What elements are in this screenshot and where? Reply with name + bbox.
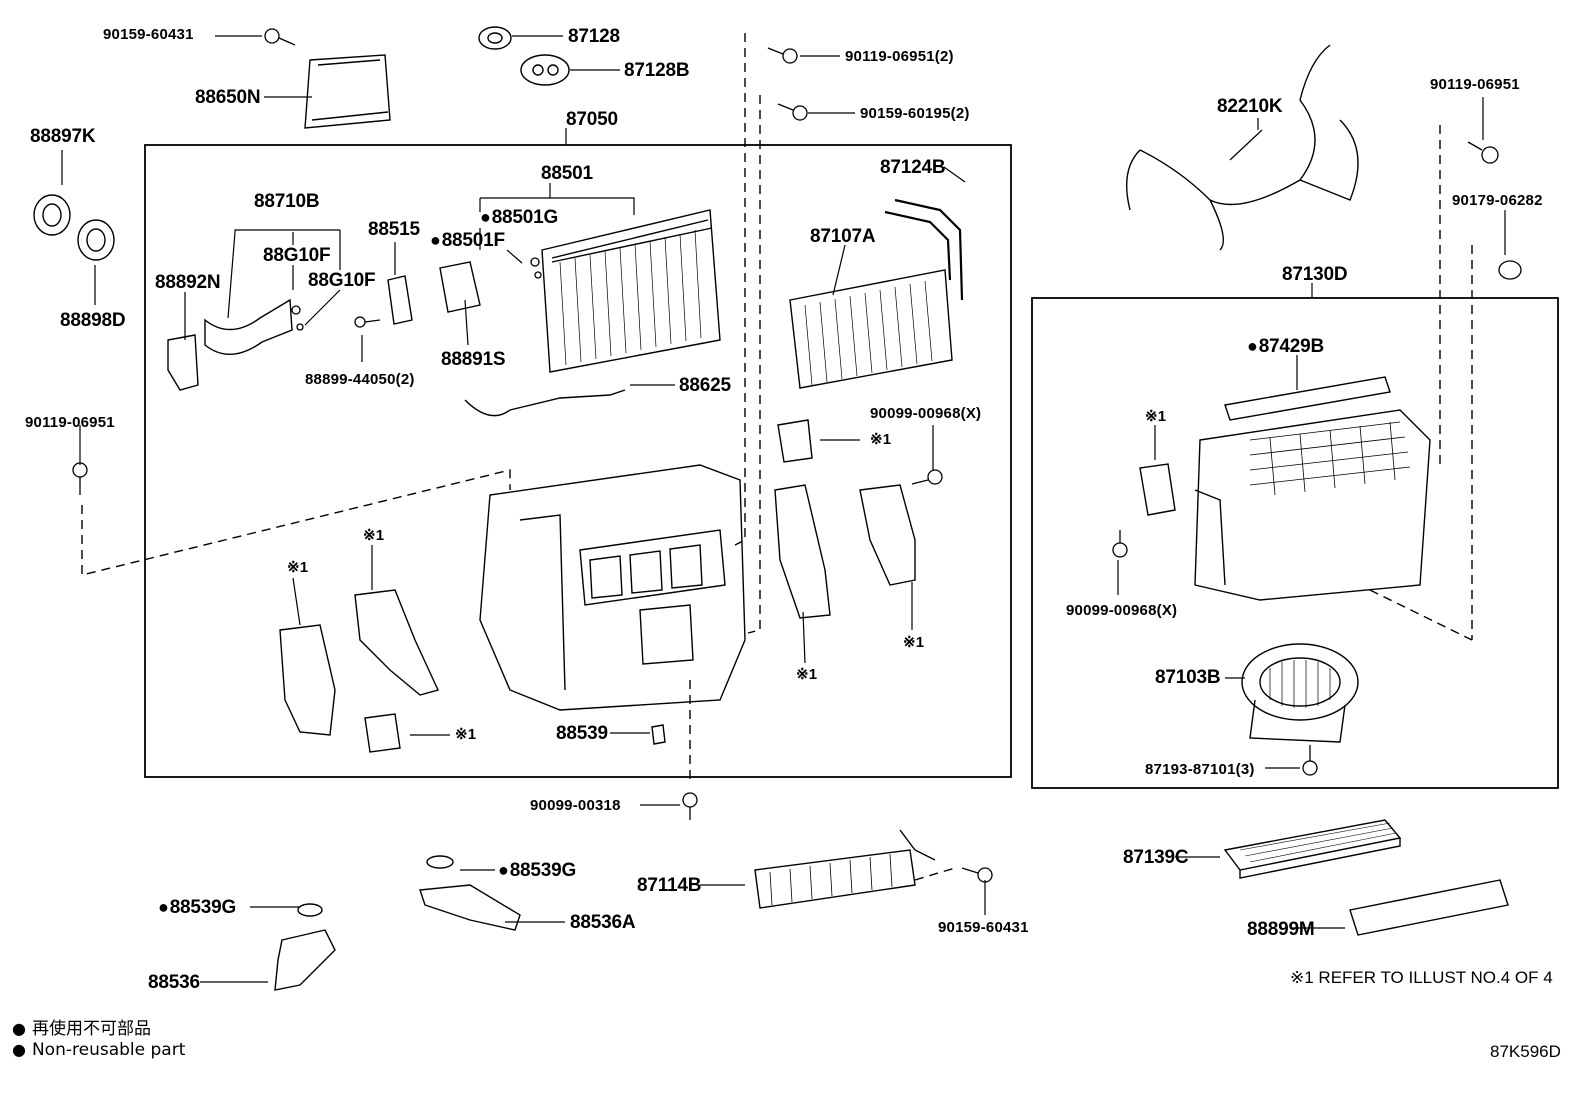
legend-english-text: Non-reusable part [31,1040,186,1060]
leader-lines [61,35,1506,983]
part-88892N-shape [167,334,199,391]
seal-87128B-shape [520,54,570,86]
cabin-filter-87139C-shape [1223,819,1402,879]
ref-mark: ※1 [796,666,818,683]
label-88650N: 88650N [195,87,261,108]
actuator-mid-shape [354,589,439,696]
part-sketches [33,26,1522,991]
legend-japanese: ● 再使用不可部品 [12,1014,151,1039]
screws [72,28,1522,883]
label-90119-06951-2: 90119-06951(2) [845,48,954,65]
label-87050: 87050 [566,109,618,130]
label-90159-60431-top: 90159-60431 [103,26,194,43]
label-90099-00968-top: 90099-00968(X) [870,405,982,422]
label-87130D: 87130D [1282,264,1348,285]
seal-87128-shape [478,26,512,50]
legend-bullet: ● [12,1040,26,1059]
label-88536: 88536 [148,972,200,993]
label-90159-60431-bottom: 90159-60431 [938,919,1029,936]
ref-mark: ※1 [363,527,385,544]
label-88539G-b: 88539G [158,898,237,917]
hvac-housing-shape [479,464,746,711]
pipe-88710B-shape [204,298,293,355]
grommet-88539G-lower-shape [297,903,323,917]
label-90159-60195-2: 90159-60195(2) [860,105,970,122]
label-90119-06951-left: 90119-06951 [25,414,115,431]
actuator-right1-shape [774,484,831,619]
blower-housing-shape [1194,409,1431,601]
label-88501F: 88501F [430,231,505,250]
ring-88898D-shape [77,219,115,261]
label-88891S: 88891S [441,349,506,370]
label-88539: 88539 [556,723,608,744]
filter-strip-87429B-shape [1224,376,1391,421]
label-87114B: 87114B [637,875,702,896]
wire-harness-82210K-shape [1125,44,1359,251]
label-88710B: 88710B [254,191,320,212]
legend-japanese-text: 再使用不可部品 [31,1019,151,1039]
actuator-right2-shape [859,484,916,586]
label-87193-87101: 87193-87101(3) [1145,761,1255,778]
label-90099-00968-blower: 90099-00968(X) [1066,602,1178,619]
ref-mark: ※1 [1145,408,1167,425]
label-88899-44050: 88899-44050(2) [305,371,415,388]
ref-mark: ※1 [455,726,477,743]
label-88625: 88625 [679,375,731,396]
label-88501: 88501 [541,163,593,184]
diagram-code: 87K596D [1490,1042,1561,1061]
part-88891S-shape [439,261,481,313]
grommet-88539G-shape [426,855,454,869]
label-82210K: 82210K [1217,96,1283,117]
heater-core-87107A-shape [789,269,953,389]
evaporator-88501-shape [541,209,721,373]
label-88515: 88515 [368,219,420,240]
ref-mark: ※1 [903,634,925,651]
main-assembly-box [144,144,1012,778]
actuator-blower-shape [1139,463,1176,516]
label-87103B: 87103B [1155,667,1221,688]
label-87128: 87128 [568,26,620,47]
label-87107A: 87107A [810,226,876,247]
label-88G10F-a: 88G10F [263,245,331,266]
part-88899M-shape [1349,879,1509,936]
label-88892N: 88892N [155,272,221,293]
bracket-88536A-shape [419,884,521,931]
ref-mark: ※1 [870,431,892,448]
label-90179-06282: 90179-06282 [1452,192,1543,209]
reference-note: ※1 REFER TO ILLUST NO.4 OF 4 [1290,968,1553,987]
clip-88539-shape [651,724,666,745]
label-87139C: 87139C [1123,847,1189,868]
blower-assembly-box [1031,297,1559,789]
legend-english: ● Non-reusable part [12,1040,185,1060]
label-87128B: 87128B [624,60,690,81]
actuator-upper-shape [777,419,813,463]
label-88899M: 88899M [1247,919,1315,940]
ref-mark: ※1 [287,559,309,576]
bracket-88536-shape [274,929,336,991]
ptc-heater-87114B-shape [754,849,916,909]
label-90099-00318: 90099-00318 [530,797,621,814]
label-88898D: 88898D [60,310,126,331]
label-87429B: 87429B [1247,337,1325,356]
label-90119-06951-right: 90119-06951 [1430,76,1520,93]
legend-bullet: ● [12,1019,26,1038]
actuator-left-shape [279,624,336,736]
label-88501G: 88501G [480,208,559,227]
bracket-88650N-shape [304,54,391,129]
motor-small-shape [364,713,401,753]
label-88539G-a: 88539G [498,861,577,880]
label-88897K: 88897K [30,126,96,147]
sensor-88625-shape [464,389,626,417]
blower-motor-87103B-shape [1241,643,1359,721]
label-87124B: 87124B [880,157,946,178]
dashed-guides [81,33,1473,881]
label-88G10F-b: 88G10F [308,270,376,291]
part-88515-shape [387,275,413,325]
label-88536A: 88536A [570,912,636,933]
ring-88897K-shape [33,194,71,236]
